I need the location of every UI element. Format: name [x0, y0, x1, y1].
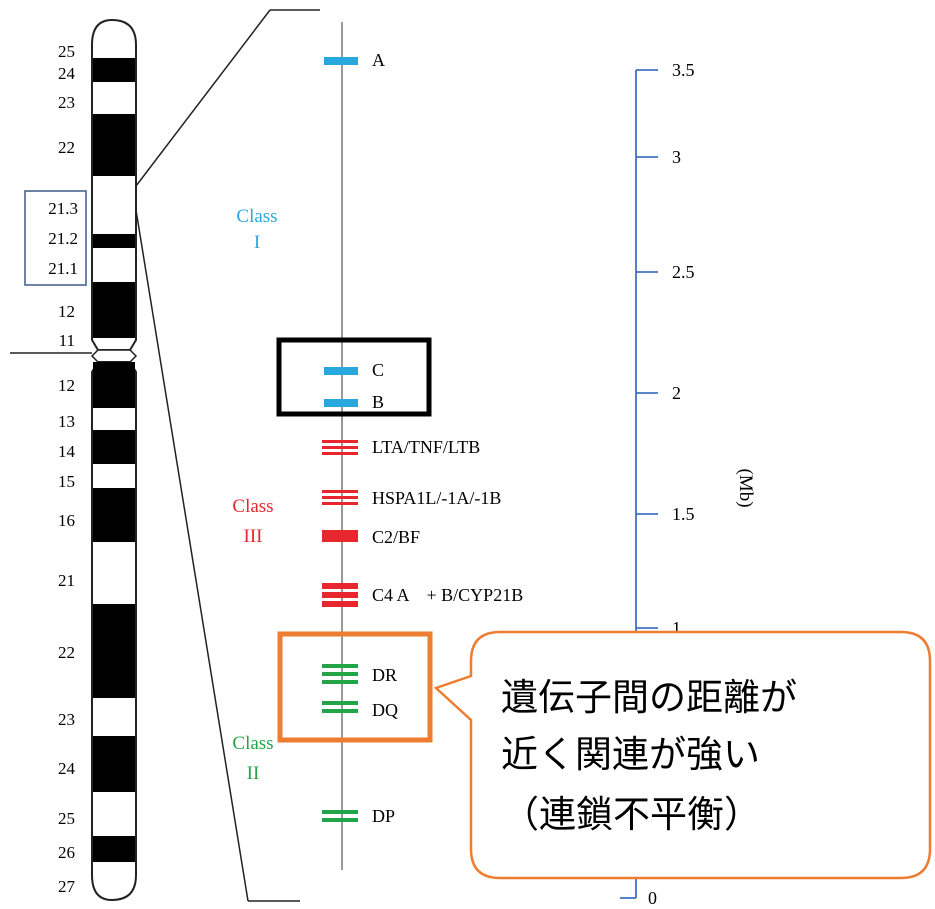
gene-marker-c2-bf — [322, 530, 358, 542]
band-p24 — [93, 58, 135, 82]
band-q14 — [93, 430, 135, 464]
scale-label: 2 — [672, 383, 681, 403]
band-label: 25 — [58, 809, 75, 828]
scale-label: 0 — [648, 888, 657, 908]
callout-shape — [433, 630, 932, 880]
scale-label: 3 — [672, 147, 681, 167]
svg-text:Class: Class — [232, 733, 273, 754]
centromere — [90, 349, 138, 363]
gene-marker-c — [324, 367, 358, 375]
scale-unit-label: (Mb) — [735, 468, 756, 507]
gene-label-b: B — [372, 392, 384, 412]
gene-label-dr: DR — [372, 665, 397, 685]
class-iii-label: Class III — [232, 496, 273, 547]
band-label: 25 — [58, 42, 75, 61]
callout-line-3: （連鎖不平衡） — [502, 793, 761, 836]
zoom-line-bottom — [135, 209, 249, 902]
band-label: 11 — [59, 331, 75, 350]
band-label: 26 — [58, 843, 75, 862]
gene-label-dp: DP — [372, 806, 395, 826]
gene-marker-dr — [322, 664, 358, 684]
gene-marker-dq — [322, 701, 358, 713]
svg-text:I: I — [254, 232, 260, 253]
callout-bubble: 遺伝子間の距離が 近く関連が強い （連鎖不平衡） — [433, 630, 932, 880]
band-label: 16 — [58, 511, 75, 530]
svg-text:II: II — [247, 763, 260, 784]
band-label: 15 — [58, 472, 75, 491]
svg-text:III: III — [244, 526, 263, 547]
gene-marker-lta-tnf-ltb — [322, 440, 358, 455]
gene-marker-dp — [322, 810, 358, 822]
band-label: 14 — [58, 442, 76, 461]
p-arm-outline — [91, 18, 137, 351]
band-label: 27 — [58, 877, 76, 896]
class-2-genes: DR DQ DP — [322, 664, 398, 826]
band-q12 — [93, 362, 135, 408]
band-label: 24 — [58, 64, 76, 83]
gene-label-c4-cyp21b: C4 A + B/CYP21B — [372, 585, 523, 605]
gene-label-a: A — [372, 50, 385, 70]
gene-label-c2-bf: C2/BF — [372, 527, 420, 547]
band-label: 23 — [58, 710, 75, 729]
class-1-genes: A C B — [324, 50, 385, 412]
zoom-line-top — [135, 9, 271, 187]
band-label: 21.1 — [48, 259, 78, 278]
gene-marker-c4-cyp21b — [322, 583, 358, 607]
callout-line-1: 遺伝子間の距離が — [501, 676, 797, 719]
class-3-genes: LTA/TNF/LTB HSPA1L/-1A/-1B C2/BF C4 A + … — [322, 437, 523, 607]
region-21-box — [24, 190, 87, 286]
scale-label: 1.5 — [672, 504, 695, 524]
band-label: 12 — [58, 302, 75, 321]
gene-label-lta-tnf-ltb: LTA/TNF/LTB — [372, 437, 480, 457]
band-q22 — [93, 604, 135, 698]
band-label: 23 — [58, 93, 75, 112]
gene-marker-hspa1l — [322, 490, 358, 505]
scale-label: 1 — [672, 618, 681, 638]
svg-text:Class: Class — [232, 496, 273, 517]
gene-marker-b — [324, 399, 358, 407]
band-label: 21 — [58, 571, 75, 590]
band-label: 12 — [58, 376, 75, 395]
gene-label-dq: DQ — [372, 700, 398, 720]
class-1-highlight-box — [276, 337, 432, 417]
band-label: 22 — [58, 138, 75, 157]
band-p21-2 — [93, 234, 135, 248]
band-q24 — [93, 736, 135, 792]
gene-label-c: C — [372, 360, 384, 380]
class-i-label: Class I — [236, 206, 277, 253]
band-label: 24 — [58, 759, 76, 778]
band-p12 — [93, 282, 135, 338]
chromosome-6-ideogram — [90, 18, 138, 902]
band-q26 — [93, 836, 135, 862]
gene-label-hspa1l: HSPA1L/-1A/-1B — [372, 488, 501, 508]
class-2-highlight-box — [277, 631, 433, 743]
scale-label: 3.5 — [672, 60, 695, 80]
band-label: 21.2 — [48, 229, 78, 248]
band-q16 — [93, 488, 135, 542]
callout-line-2: 近く関連が強い — [501, 733, 760, 776]
svg-text:Class: Class — [236, 206, 277, 227]
gene-marker-a — [324, 57, 358, 65]
band-label: 21.3 — [48, 199, 78, 218]
q-arm-band-labels: 12 13 14 15 16 21 22 23 24 25 26 27 — [58, 376, 76, 896]
scale-label: 2.5 — [672, 262, 695, 282]
class-ii-label: Class II — [232, 733, 273, 784]
band-label: 13 — [58, 412, 75, 431]
band-p22 — [93, 114, 135, 176]
p-arm-band-labels: 25 24 23 22 21.3 21.2 21.1 12 11 — [48, 42, 78, 350]
band-label: 22 — [58, 643, 75, 662]
